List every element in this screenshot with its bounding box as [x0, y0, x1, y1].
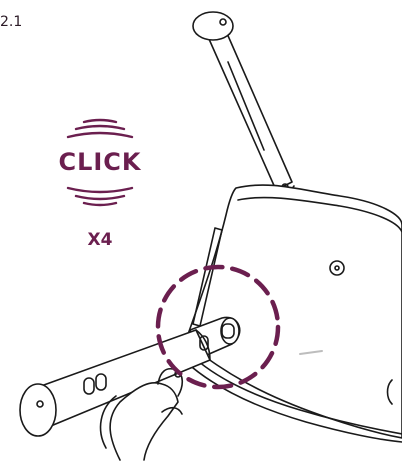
dashed-highlight-circle-icon [155, 264, 281, 390]
repeat-count: X4 [87, 230, 113, 250]
antenna-tube [192, 11, 295, 201]
handheld-tube [19, 329, 211, 437]
connector-stub [189, 316, 241, 359]
click-label: CLICK [58, 148, 142, 176]
mount-hole-icon [329, 260, 345, 276]
click-sound-waves-icon [66, 118, 134, 207]
base-plate [185, 184, 402, 443]
step-number: 2.1 [0, 14, 23, 30]
click-callout: CLICK X4 [50, 118, 150, 250]
